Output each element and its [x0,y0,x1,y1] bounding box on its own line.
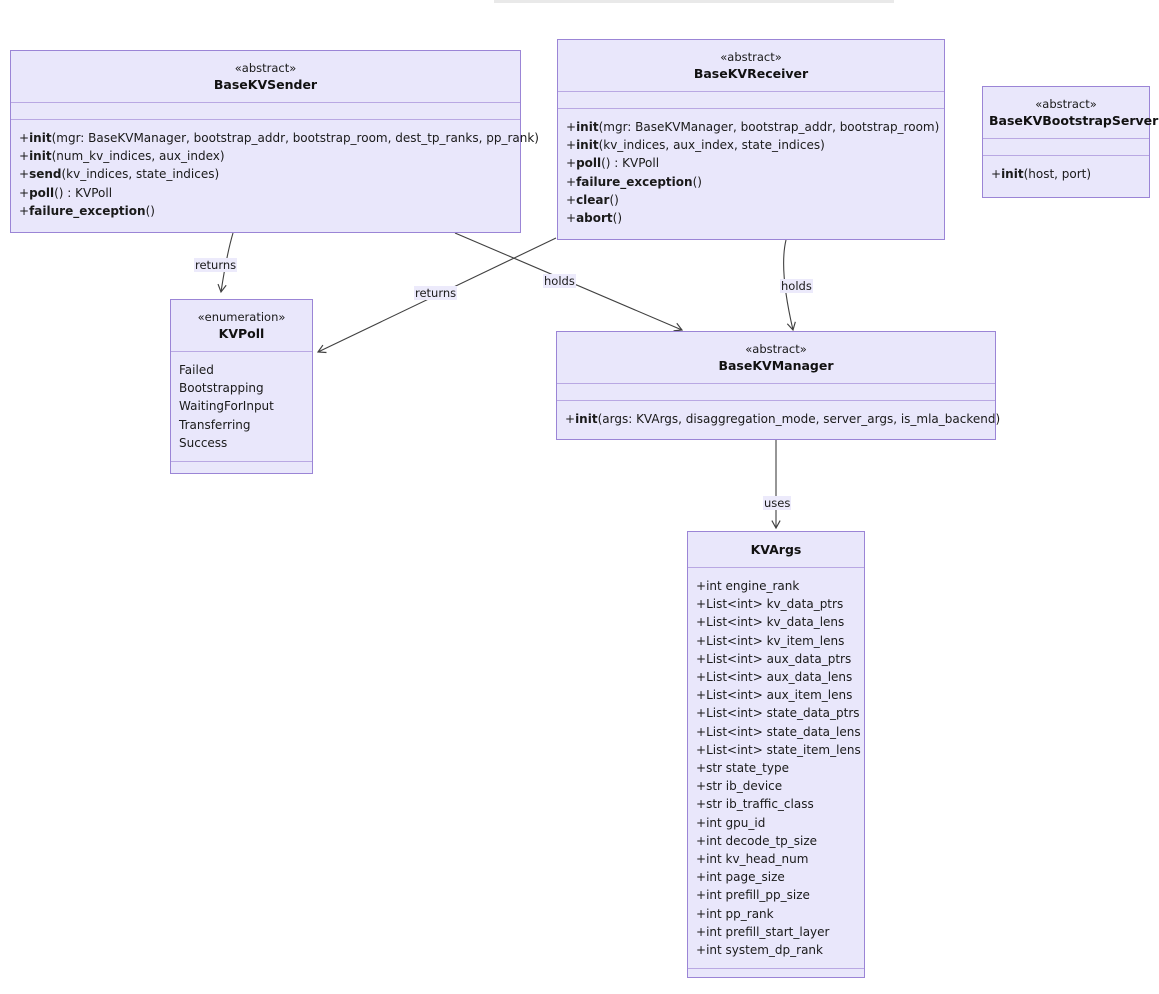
class-member: +List<int> aux_data_lens [696,670,853,685]
operations-compartment: +init(mgr: BaseKVManager, bootstrap_addr… [558,108,944,236]
class-member: +int prefill_pp_size [696,888,810,903]
class-member: +send(kv_indices, state_indices) [19,167,220,182]
stereotype-label: «abstract» [234,61,297,75]
class-header-basekvsender: «abstract» BaseKVSender [11,51,520,102]
class-member: +int pp_rank [696,906,774,921]
class-member: +init(kv_indices, aux_index, state_indic… [566,138,825,153]
attributes-compartment-empty [558,91,944,108]
class-member: +List<int> state_data_lens [696,724,861,739]
operations-compartment: +init(mgr: BaseKVManager, bootstrap_addr… [11,119,539,229]
class-member: +int prefill_start_layer [696,924,830,939]
class-member: Success [179,435,228,450]
class-member: +str state_type [696,761,789,776]
class-member: +init(num_kv_indices, aux_index) [19,149,225,164]
class-member: +int engine_rank [696,579,800,593]
attributes-compartment: +int engine_rank +List<int> kv_data_ptrs +… [688,567,864,968]
stereotype-label: «abstract» [720,50,782,64]
class-member: +init(mgr: BaseKVManager, bootstrap_addr… [566,120,940,134]
class-name-label: BaseKVBootstrapServer [989,113,1159,128]
class-member: +List<int> state_item_lens [696,742,861,757]
class-box-basekvbootstrapserver[interactable]: «abstract» BaseKVBootstrapServer +init(h… [982,86,1159,198]
operations-compartment-empty [688,968,864,977]
class-box-basekvsender[interactable]: «abstract» BaseKVSender +init(mgr: BaseK… [10,50,539,233]
edge-label-sender-returns-kvpoll: returns [194,258,238,272]
class-header-basekvbootstrapserver: «abstract» BaseKVBootstrapServer [983,87,1159,138]
stereotype-label: «abstract» [1035,97,1097,111]
class-member: Failed [179,363,214,377]
top-edge-artifact [494,0,894,3]
class-header-kvpoll: «enumeration» KVPoll [171,300,312,351]
stereotype-label: «abstract» [745,342,807,356]
attributes-compartment-empty [557,383,995,400]
class-member: +failure_exception() [19,203,155,218]
class-name-label: BaseKVSender [213,77,318,92]
class-member: +int kv_head_num [696,852,809,867]
class-member: +poll() : KVPoll [566,156,660,171]
class-member: +int decode_tp_size [696,833,818,848]
attributes-compartment-empty [11,102,520,119]
class-member: +List<int> aux_data_ptrs [696,651,852,666]
attributes-compartment-empty [983,138,1149,155]
class-name-label: BaseKVManager [718,358,834,373]
class-header-basekvreceiver: «abstract» BaseKVReceiver [558,40,944,91]
class-member: +init(args: KVArgs, disaggregation_mode,… [565,412,1001,426]
class-name-label: KVPoll [218,326,265,341]
class-member: +poll() : KVPoll [19,185,113,200]
operations-compartment: +init(args: KVArgs, disaggregation_mode,… [557,400,1001,437]
edge-label-receiver-holds-manager: holds [780,279,813,293]
class-box-basekvreceiver[interactable]: «abstract» BaseKVReceiver +init(mgr: Bas… [557,39,945,240]
class-member: +int system_dp_rank [696,943,823,958]
class-member: +failure_exception() [566,174,702,189]
class-name-label: BaseKVReceiver [693,66,809,81]
edge-label-manager-uses-kvargs: uses [763,496,792,510]
class-header-kvargs: KVArgs [688,532,864,567]
class-member: +List<int> aux_item_lens [696,688,853,703]
class-member: +str ib_traffic_class [696,797,814,812]
class-name-label: KVArgs [750,542,802,557]
class-header-basekvmanager: «abstract» BaseKVManager [557,332,995,383]
edge-label-receiver-returns-kvpoll: returns [414,286,458,300]
class-box-kvargs[interactable]: KVArgs +int engine_rank +List<int> kv_dat… [687,531,865,978]
class-member: Transferring [179,417,251,432]
class-member: Bootstrapping [179,381,264,396]
class-member: WaitingForInput [179,399,274,414]
class-member: +str ib_device [696,779,783,794]
class-member: +List<int> kv_data_lens [696,615,845,630]
class-member: +abort() [566,211,623,226]
class-member: +init(mgr: BaseKVManager, bootstrap_addr… [19,131,539,145]
class-member: +int page_size [696,870,785,885]
operations-compartment-empty [171,461,312,473]
class-box-basekvmanager[interactable]: «abstract» BaseKVManager +init(args: KVA… [556,331,1001,440]
class-member: +init(host, port) [991,167,1092,181]
edge-label-sender-holds-manager: holds [543,274,576,288]
class-member: +List<int> kv_item_lens [696,633,845,648]
class-member: +List<int> state_data_ptrs [696,706,860,721]
operations-compartment: +init(host, port) [983,155,1149,192]
stereotype-label: «enumeration» [197,310,286,324]
class-member: +List<int> kv_data_ptrs [696,597,844,612]
class-member: +int gpu_id [696,815,766,830]
class-member: +clear() [566,192,619,207]
